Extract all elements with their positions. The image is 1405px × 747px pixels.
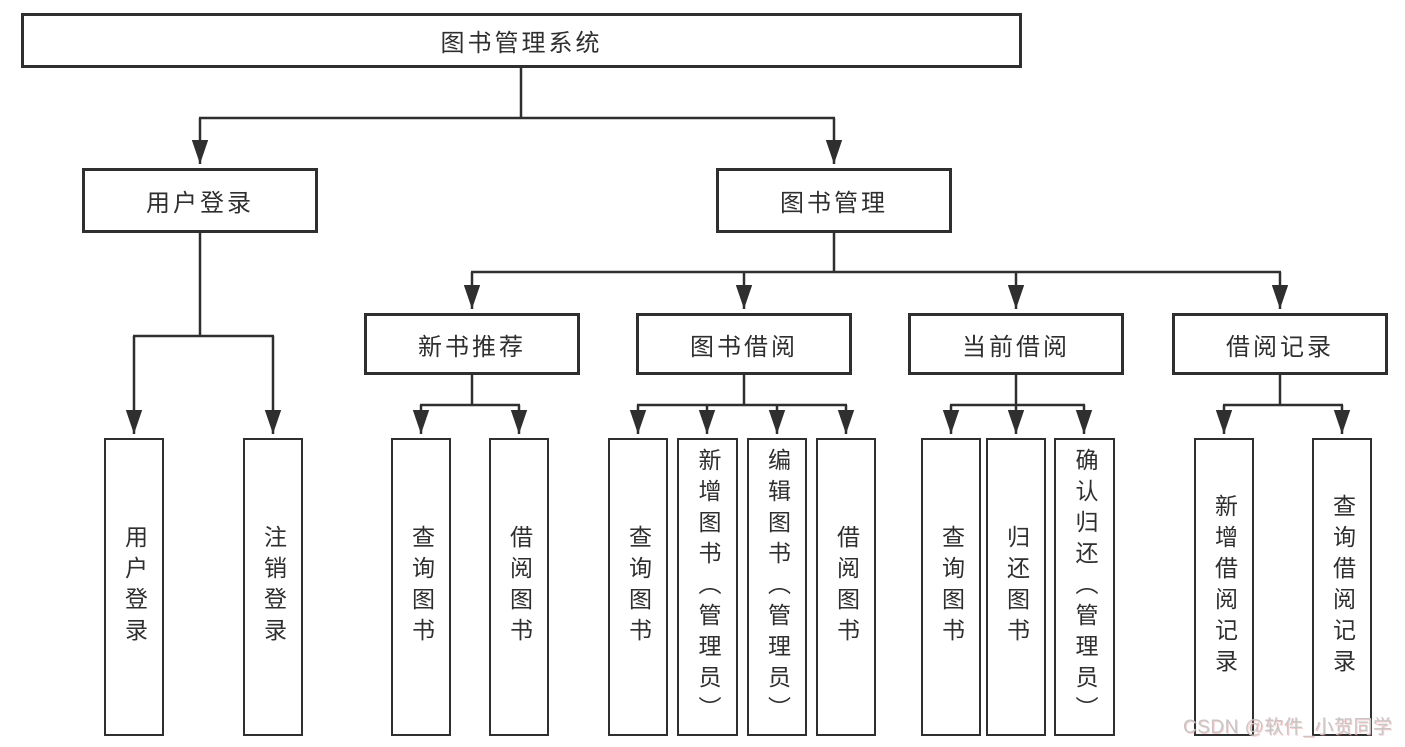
node-current-borrow-label: 当前借阅 <box>962 333 1070 361</box>
leaf-borrow-book: 借阅图书 <box>816 438 876 736</box>
leaf-current-query: 查询图书 <box>921 438 981 736</box>
leaf-user-login: 用户登录 <box>104 438 164 736</box>
node-book-borrow: 图书借阅 <box>636 313 852 375</box>
node-borrow-record-label: 借阅记录 <box>1226 333 1334 361</box>
leaf-borrow-query: 查询图书 <box>608 438 668 736</box>
leaf-record-add: 新增借阅记录 <box>1194 438 1254 736</box>
csdn-watermark: CSDN @软件_小贺同学 <box>1183 717 1393 738</box>
leaf-newbook-query: 查询图书 <box>391 438 451 736</box>
leaf-newbook-borrow: 借阅图书 <box>489 438 549 736</box>
node-current-borrow: 当前借阅 <box>908 313 1124 375</box>
node-borrow-record: 借阅记录 <box>1172 313 1388 375</box>
node-root: 图书管理系统 <box>21 13 1022 68</box>
node-new-book-recommend: 新书推荐 <box>364 313 580 375</box>
node-new-book-recommend-label: 新书推荐 <box>418 333 526 361</box>
leaf-borrow-add-admin: 新增图书（管理员） <box>677 438 738 736</box>
node-root-label: 图书管理系统 <box>440 30 603 57</box>
leaf-logout: 注销登录 <box>243 438 303 736</box>
node-user-login-label: 用户登录 <box>146 190 254 217</box>
leaf-borrow-edit-admin: 编辑图书（管理员） <box>747 438 807 736</box>
node-book-borrow-label: 图书借阅 <box>690 333 798 361</box>
leaf-current-confirm-admin: 确认归还（管理员） <box>1054 438 1115 736</box>
node-book-management-label: 图书管理 <box>780 190 888 217</box>
node-book-management: 图书管理 <box>716 168 952 233</box>
leaf-record-query: 查询借阅记录 <box>1312 438 1372 736</box>
node-user-login: 用户登录 <box>82 168 318 233</box>
leaf-current-return: 归还图书 <box>986 438 1046 736</box>
